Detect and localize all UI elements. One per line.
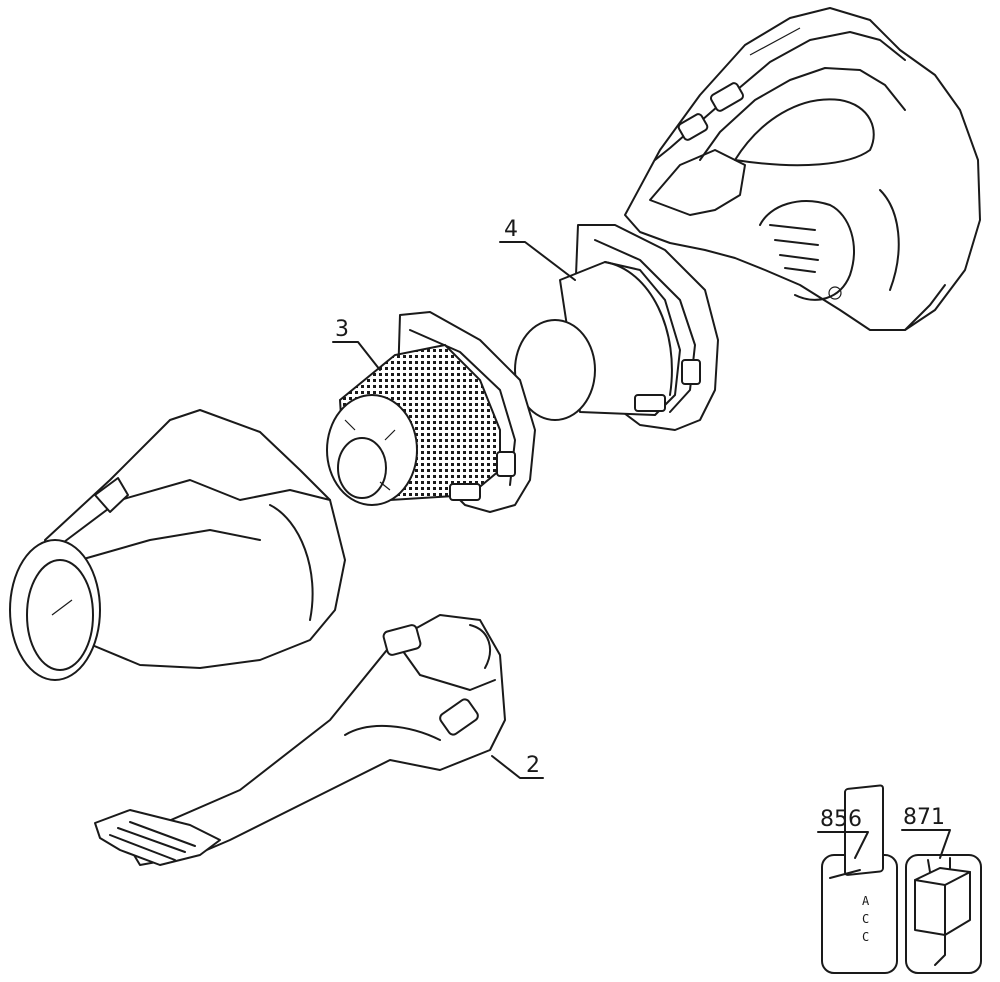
leader-lines bbox=[332, 241, 951, 859]
acc-tag-letter: A bbox=[862, 894, 870, 908]
mesh-filter bbox=[326, 311, 536, 513]
nozzle-tool bbox=[94, 614, 506, 866]
accessory-856-box bbox=[821, 784, 898, 974]
dust-bowl bbox=[9, 409, 346, 681]
callout-3: 3 bbox=[335, 317, 349, 342]
accessory-871-box bbox=[905, 854, 982, 974]
acc-tag-letter: C bbox=[862, 930, 869, 944]
callout-2: 2 bbox=[526, 753, 540, 778]
cone-filter-assembly bbox=[514, 224, 719, 431]
acc-tag-letter: C bbox=[862, 912, 869, 926]
callout-871: 871 bbox=[903, 805, 945, 830]
motor-housing bbox=[624, 7, 981, 331]
callout-856: 856 bbox=[820, 807, 862, 832]
callout-4: 4 bbox=[504, 217, 518, 242]
